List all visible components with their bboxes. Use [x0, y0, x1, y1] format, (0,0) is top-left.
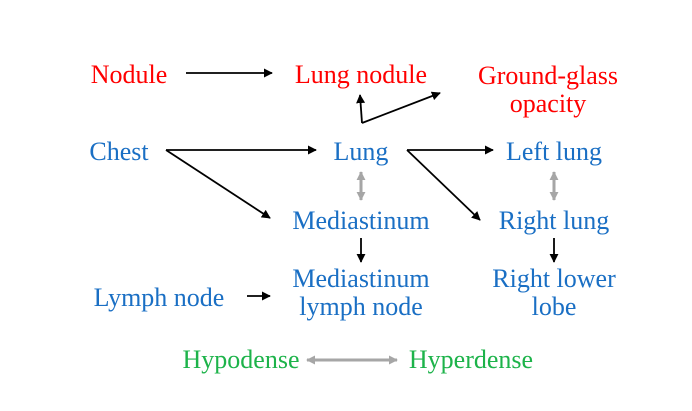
- node-mediastinum-lymph-node-line-2: lymph node: [299, 292, 423, 321]
- node-lung-nodule-line-1: Lung nodule: [294, 60, 428, 89]
- node-mediastinum-line-1: Mediastinum: [292, 206, 430, 235]
- node-right-lower-lobe-line-1: Right lower: [492, 264, 616, 293]
- node-ground-glass-opacity-line-1: Ground-glass: [477, 61, 619, 90]
- node-ground-glass-opacity: Ground-glass opacity: [478, 62, 618, 118]
- node-mediastinum: Mediastinum: [292, 207, 429, 235]
- node-chest-line-1: Chest: [89, 137, 149, 166]
- node-lung-nodule: Lung nodule: [295, 61, 427, 89]
- node-right-lower-lobe-line-2: lobe: [531, 292, 577, 321]
- node-chest: Chest: [89, 138, 148, 166]
- node-hypodense: Hypodense: [183, 346, 300, 374]
- node-lung-line-1: Lung: [333, 137, 389, 166]
- node-right-lung: Right lung: [499, 207, 610, 235]
- node-lung: Lung: [334, 138, 389, 166]
- edge-lung-to-ground-glass-opacity: [361, 91, 441, 124]
- edge-chest-to-mediastinum: [165, 149, 271, 219]
- edge-lung-to-right-lung: [406, 149, 481, 221]
- node-hyperdense: Hyperdense: [409, 346, 533, 374]
- node-lymph-node: Lymph node: [94, 284, 225, 312]
- edge-lung-to-lung-nodule: [356, 94, 366, 124]
- node-left-lung-line-1: Left lung: [505, 137, 603, 166]
- node-nodule-line-1: Nodule: [90, 60, 168, 89]
- node-lymph-node-line-1: Lymph node: [93, 283, 225, 312]
- node-nodule: Nodule: [91, 61, 168, 89]
- node-left-lung: Left lung: [506, 138, 602, 166]
- node-hyperdense-line-1: Hyperdense: [408, 345, 534, 374]
- node-right-lung-line-1: Right lung: [498, 206, 610, 235]
- node-right-lower-lobe: Right lower lobe: [492, 265, 616, 321]
- node-mediastinum-lymph-node: Mediastinum lymph node: [292, 265, 429, 321]
- node-hypodense-line-1: Hypodense: [182, 345, 300, 374]
- node-mediastinum-lymph-node-line-1: Mediastinum: [292, 264, 430, 293]
- node-ground-glass-opacity-line-2: opacity: [509, 89, 587, 118]
